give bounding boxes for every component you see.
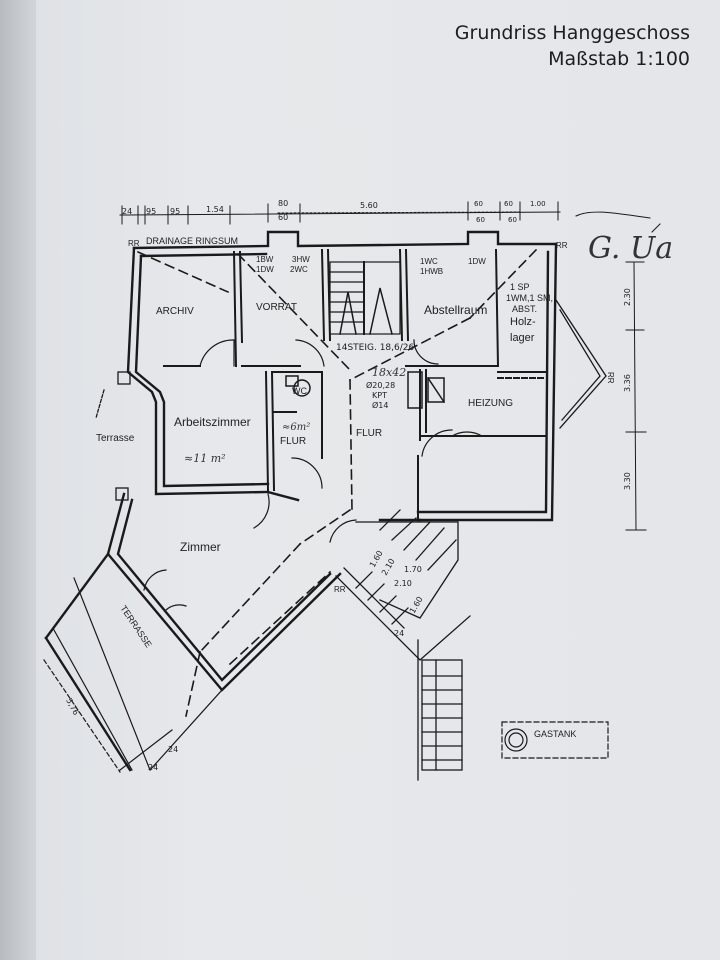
bay-window (95, 371, 131, 501)
dim-right-3: 3.30 (623, 472, 632, 490)
dim-top-7: 5.60 (360, 201, 378, 210)
dim-stair-4: 2.10 (394, 579, 412, 588)
label-abst-fixture-2: 1DW (468, 257, 486, 266)
room-label-holzlager-5: lager (510, 332, 535, 344)
signature-text: G. Ua (588, 231, 673, 266)
dim-stair-2: 2.10 (380, 557, 397, 577)
label-chimney-size: 18x42 (372, 366, 406, 379)
room-label-terrasse-1: Terrasse (96, 433, 135, 444)
label-vorrat-fixture-1: 1BW (256, 255, 274, 264)
right-dimension-line (625, 261, 647, 531)
room-label-holzlager-2: 1WM,1 SM, (506, 293, 553, 303)
dim-top-12: 1.00 (530, 200, 546, 208)
label-vorrat-fixture-4: 2WC (290, 265, 308, 274)
label-rr-right: RR (606, 372, 615, 384)
gastank-symbol (501, 721, 609, 759)
page-binding-shadow (0, 0, 36, 960)
dim-576: 5,76 (64, 697, 80, 717)
dim-top-5: 80 (278, 199, 288, 208)
dim-24-c: 24 (394, 629, 404, 638)
dim-top-2: 95 (146, 207, 156, 216)
plan-title-block: Grundriss Hanggeschoss Maßstab 1:100 (455, 20, 690, 72)
dim-stair-3: 1.70 (404, 565, 422, 574)
terrasse-outline (43, 577, 223, 773)
room-label-heizung: HEIZUNG (468, 398, 513, 409)
label-abst-fixture-3: 1HWB (420, 267, 443, 276)
plan-title: Grundriss Hanggeschoss (454, 22, 690, 44)
dim-top-3: 95 (170, 207, 180, 216)
label-vorrat-fixture-3: 1DW (256, 265, 274, 274)
exterior-light-shaft (555, 299, 607, 429)
dim-top-6: 60 (278, 213, 288, 222)
dim-top-9: 60 (476, 216, 485, 224)
outer-walls (126, 230, 558, 522)
label-chimney-3: Ø14 (372, 400, 388, 410)
label-rr-top-left: RR (128, 239, 140, 248)
label-chimney-1: Ø20,28 (366, 380, 395, 390)
room-label-flur-2: FLUR (356, 428, 382, 439)
dim-right-1: 2.30 (623, 288, 632, 306)
room-area-wc: ≈6m² (282, 422, 310, 433)
room-label-wc: WC (292, 386, 307, 396)
dim-stair-5: 1.60 (408, 595, 425, 615)
room-label-flur-1: FLUR (280, 436, 306, 447)
dim-right-2: 3.36 (623, 374, 632, 392)
dim-stair-1: 1.60 (368, 549, 385, 569)
interior-stair (329, 261, 401, 335)
plan-scale: Maßstab 1:100 (548, 48, 690, 70)
room-label-terrasse-2: TERRASSE (118, 604, 153, 650)
signature-mark (575, 211, 661, 233)
room-label-holzlager-1: 1 SP (510, 282, 530, 292)
exterior-stair (335, 509, 471, 781)
label-rr-stair: RR (334, 585, 346, 594)
inner-walls (163, 248, 547, 521)
room-label-abstellraum: Abstellraum (424, 303, 487, 317)
label-vorrat-fixture-2: 3HW (292, 255, 310, 264)
label-drainage: DRAINAGE RINGSUM (146, 236, 238, 246)
label-rr-top-right: RR (556, 241, 568, 250)
dim-top-1: 24 (122, 207, 132, 216)
door-swings (143, 339, 483, 611)
room-label-zimmer: Zimmer (180, 540, 221, 554)
label-chimney-2: KPT (372, 391, 387, 400)
label-abst-fixture-1: 1WC (420, 257, 438, 266)
room-label-holzlager-4: Holz- (510, 316, 536, 328)
label-gastank: GASTANK (534, 729, 576, 739)
label-steigung: 14STEIG. 18,6/26 (336, 343, 414, 353)
room-label-archiv: ARCHIV (156, 306, 194, 317)
dashed-guidelines (136, 248, 538, 717)
room-label-vorrat: VORRAT (256, 302, 297, 313)
dim-24-a: 24 (168, 745, 178, 754)
top-dimension-line (119, 201, 561, 225)
dim-24-b: 24 (148, 763, 158, 772)
zimmer-wing-walls (44, 490, 342, 772)
dim-top-8: 60 (474, 200, 483, 208)
room-area-arbeitszimmer: ≈11 m² (184, 452, 226, 465)
dim-top-10: 60 (504, 200, 513, 208)
chimney (285, 371, 446, 409)
room-label-holzlager-3: ABST. (512, 304, 537, 314)
room-label-arbeitszimmer: Arbeitszimmer (174, 415, 251, 429)
dim-top-11: 60 (508, 216, 517, 224)
dim-top-4: 1.54 (206, 205, 224, 214)
